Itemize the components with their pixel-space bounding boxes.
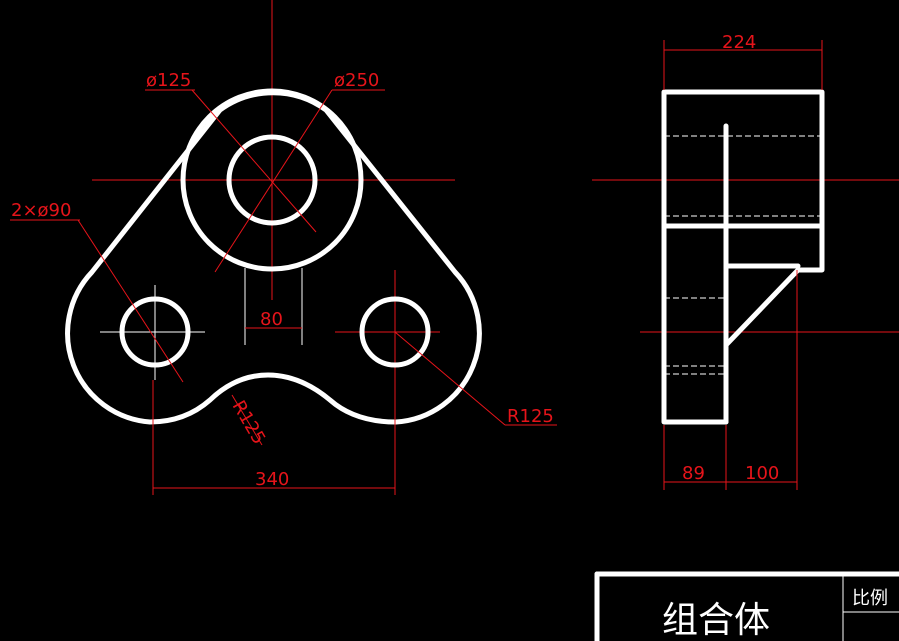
dim-holes: 2×ø90 bbox=[11, 200, 71, 221]
title-part-name: 组合体 bbox=[662, 600, 770, 641]
left-hole bbox=[119, 296, 191, 368]
front-dimensions: ø125 ø250 2×ø90 80 R125 R125 340 bbox=[10, 70, 557, 495]
title-scale-label: 比例 bbox=[852, 588, 888, 609]
side-view: 224 89 100 bbox=[592, 32, 899, 490]
dim-89: 89 bbox=[682, 463, 705, 484]
boss-circle bbox=[180, 88, 364, 272]
dim-224: 224 bbox=[722, 32, 756, 53]
dim-r125-left: R125 bbox=[228, 397, 270, 448]
dim-d125: ø125 bbox=[146, 70, 191, 91]
hidden-lines bbox=[664, 135, 822, 375]
side-dimensions: 224 89 100 bbox=[663, 32, 823, 490]
front-view: ø125 ø250 2×ø90 80 R125 R125 340 bbox=[10, 0, 557, 495]
title-block: 组合体 比例 bbox=[594, 571, 899, 641]
dim-d250: ø250 bbox=[334, 70, 379, 91]
outer-outline bbox=[65, 90, 482, 425]
dim-slot-80: 80 bbox=[260, 309, 283, 330]
dim-r125-right: R125 bbox=[507, 406, 554, 427]
side-outline bbox=[661, 89, 825, 425]
dim-340: 340 bbox=[255, 469, 289, 490]
top-hole bbox=[226, 134, 318, 226]
dim-100: 100 bbox=[745, 463, 779, 484]
right-hole bbox=[359, 296, 431, 368]
slot bbox=[244, 268, 303, 345]
center-lines bbox=[92, 0, 455, 395]
